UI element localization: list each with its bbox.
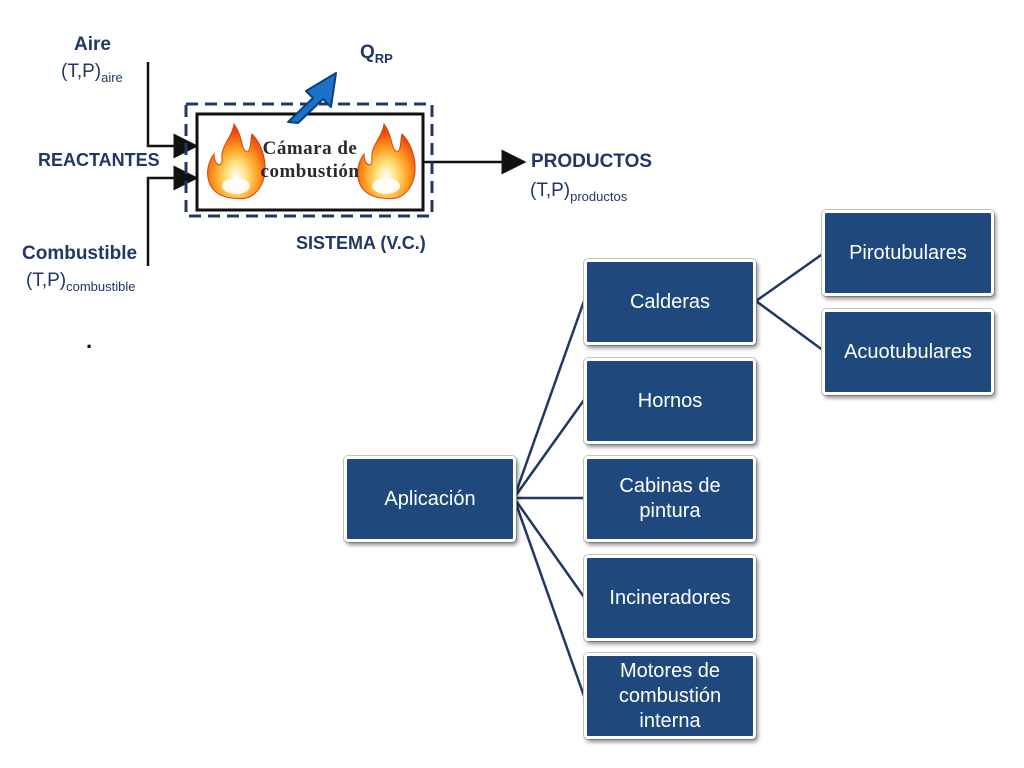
products-label: PRODUCTOS (531, 151, 653, 172)
air-inlet-line (146, 62, 199, 159)
dot-mark: . (86, 328, 93, 353)
system-label: SISTEMA (V.C.) (296, 233, 426, 253)
fuel-state: (T,P)combustible (26, 270, 136, 294)
fuel-inlet-line (146, 165, 199, 266)
tree-node-motores: Motores de combustión interna (584, 653, 756, 739)
tree-root-node: Aplicación (344, 456, 516, 542)
flame-left-icon (207, 122, 266, 200)
products-state: (T,P)productos (530, 180, 628, 204)
tree-node-pirotubulares: Pirotubulares (822, 210, 994, 296)
heat-label: QRP (360, 42, 393, 66)
air-state: (T,P)aire (61, 61, 123, 85)
tree-node-incineradores: Incineradores (584, 555, 756, 641)
tree-connectors (512, 251, 825, 697)
chamber-label: Cámara de combustión (260, 138, 360, 182)
tree-node-calderas: Calderas (584, 259, 756, 345)
heat-arrow-icon (287, 72, 337, 124)
flame-right-icon (357, 122, 416, 200)
tree-node-cabinas: Cabinas de pintura (584, 456, 756, 542)
fuel-label: Combustible (22, 243, 138, 264)
tree-node-hornos: Hornos (584, 358, 756, 444)
tree-node-acuotubulares: Acuotubulares (822, 309, 994, 395)
reactants-label: REACTANTES (38, 150, 160, 170)
air-label: Aire (74, 34, 111, 55)
